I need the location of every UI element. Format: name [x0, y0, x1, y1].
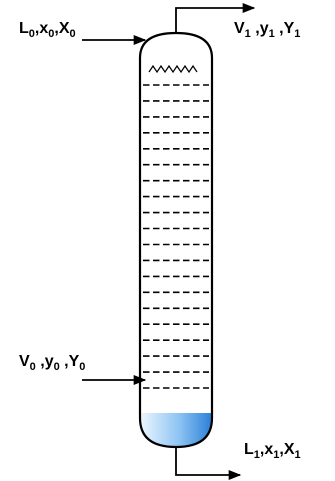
vapor-outlet-label: V1 ,y1 ,Y1 [234, 20, 300, 40]
liquid-distributor [148, 64, 198, 74]
liquid-outlet-label: L1,x1,X1 [244, 441, 301, 461]
liquid-outlet-pipe [175, 447, 242, 481]
column-shell [138, 31, 214, 449]
vapor-inlet-label: V0 ,y0 ,Y0 [19, 353, 85, 373]
liquid-inlet-label: L0,x0,X0 [19, 20, 76, 40]
tray-stack [143, 84, 209, 389]
bottom-liquid-pool [140, 413, 212, 447]
vapor-outlet-pipe [175, 2, 256, 33]
